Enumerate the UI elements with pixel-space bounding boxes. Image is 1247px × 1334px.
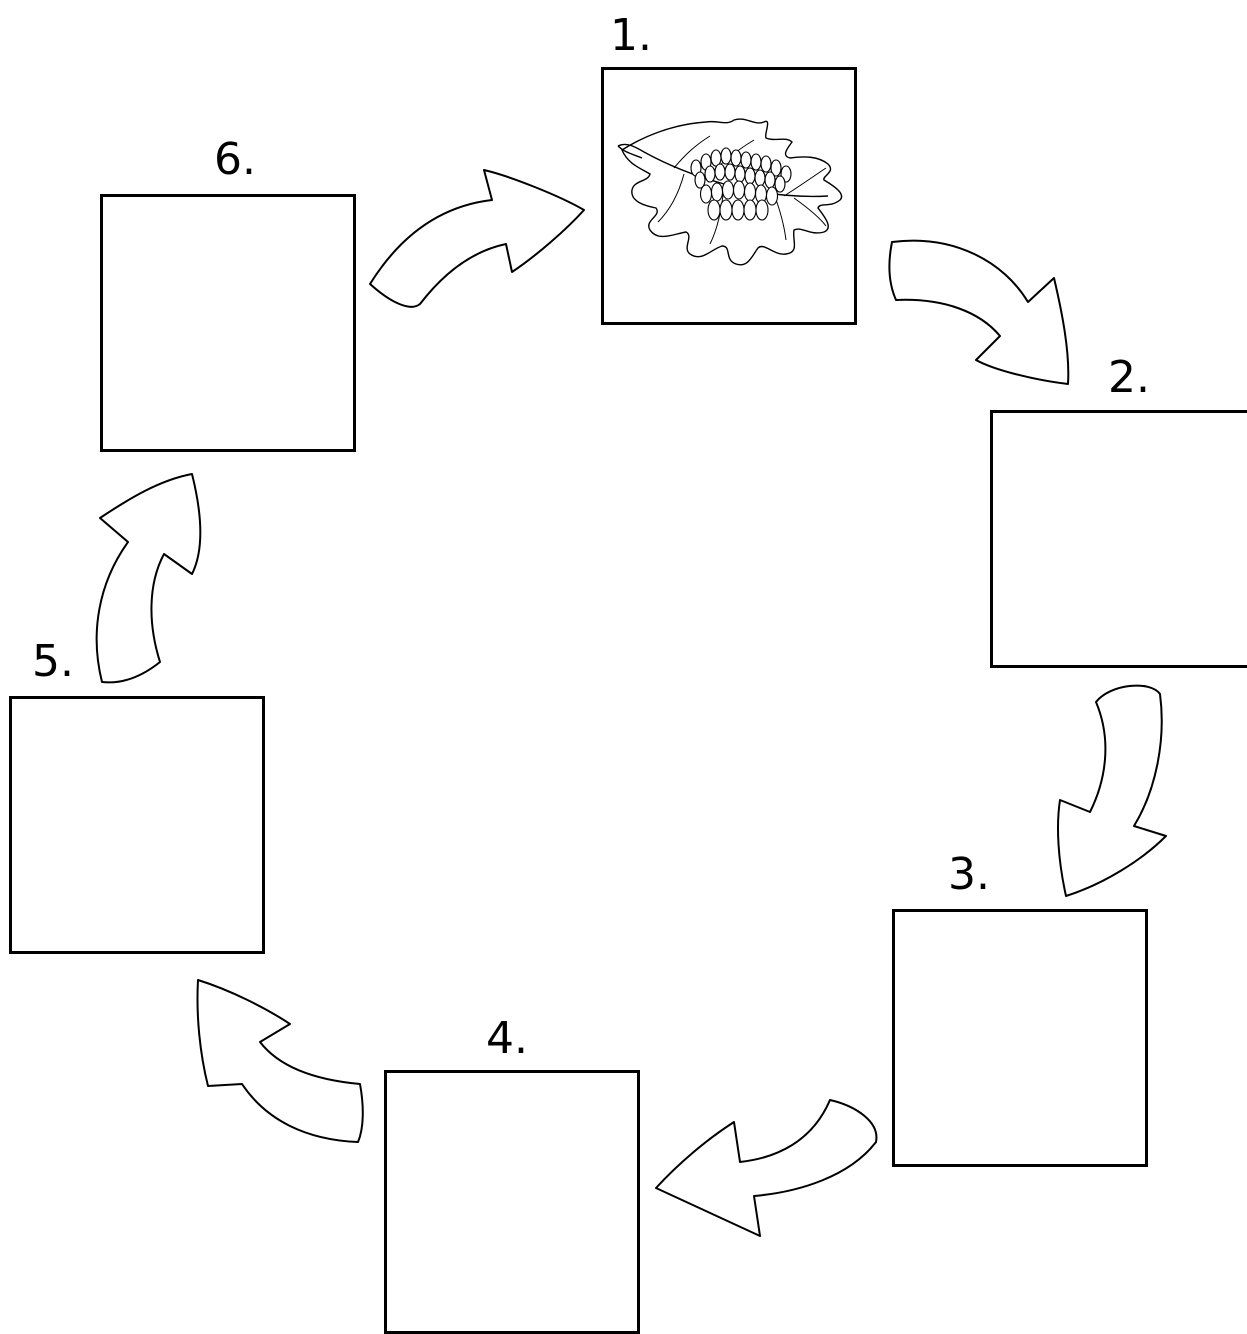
curved-arrow-3-to-4-icon (655, 1099, 878, 1237)
stage-1-number: 1. (610, 10, 652, 61)
curved-arrow-1-to-2-icon (888, 239, 1070, 385)
stage-2-number: 2. (1108, 352, 1150, 403)
stage-2-box (990, 410, 1247, 668)
curved-arrow-5-to-6-icon (95, 473, 202, 684)
stage-1-box (601, 67, 857, 325)
stage-4-box (384, 1070, 640, 1334)
stage-4-number: 4. (486, 1013, 528, 1064)
stage-3-box (892, 909, 1148, 1167)
curved-arrow-2-to-3-icon (1057, 684, 1167, 897)
stage-6-number: 6. (214, 134, 256, 185)
curved-arrow-6-to-1-icon (369, 169, 585, 308)
stage-5-box (9, 696, 265, 954)
stage-5-number: 5. (32, 636, 74, 687)
stage-6-box (100, 194, 356, 452)
eggs-on-leaf-icon (617, 118, 843, 266)
curved-arrow-4-to-5-icon (196, 979, 364, 1143)
stage-3-number: 3. (948, 849, 990, 900)
